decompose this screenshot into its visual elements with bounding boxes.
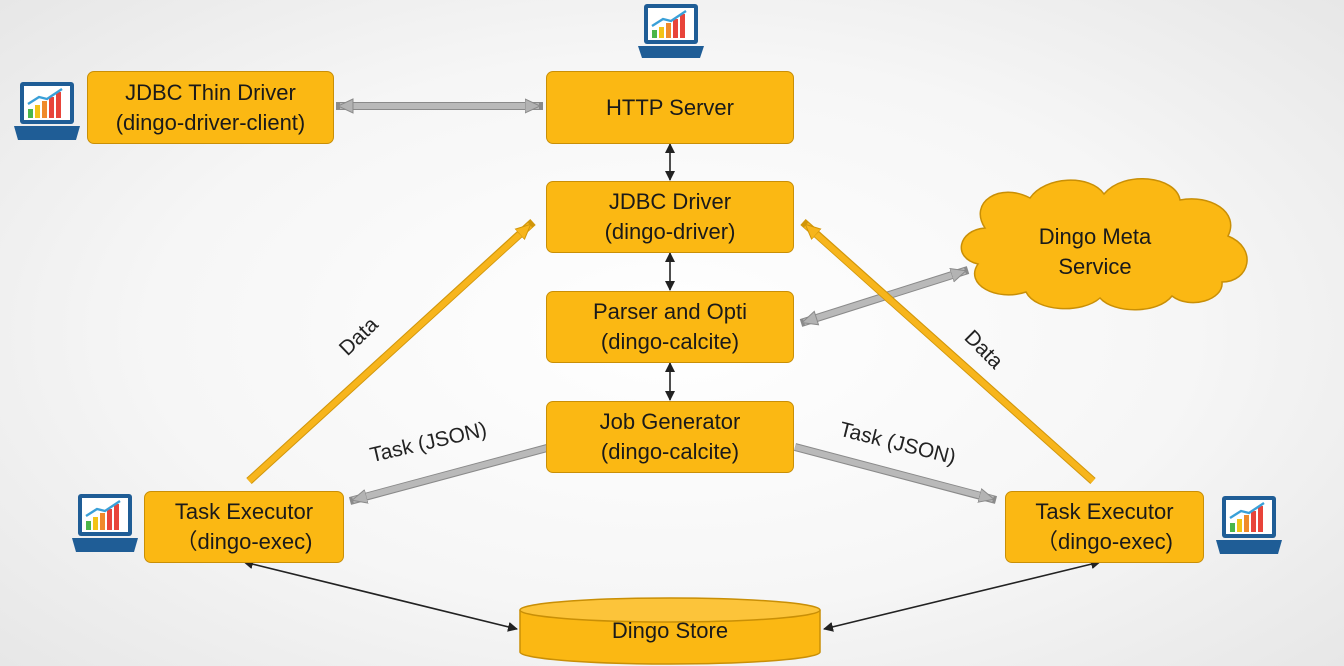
jdbc-thin-driver-node[interactable]: JDBC Thin Driver (dingo-driver-client) — [87, 71, 334, 144]
edge-exec-left-to-store — [243, 559, 518, 632]
node-subtitle: Service — [1058, 254, 1132, 279]
task-executor-right-node[interactable]: Task Executor （dingo-exec) — [1005, 491, 1204, 563]
http-server-node[interactable]: HTTP Server — [546, 71, 794, 144]
laptop-chart-icon — [72, 494, 138, 552]
node-subtitle: (dingo-calcite) — [600, 329, 740, 354]
jdbc-driver-node[interactable]: JDBC Driver (dingo-driver) — [546, 181, 794, 253]
node-subtitle: （dingo-exec) — [1036, 529, 1173, 554]
task-executor-left-node[interactable]: Task Executor （dingo-exec) — [144, 491, 344, 563]
edge-exec-right-to-driver — [804, 222, 1095, 484]
node-title: Parser and Opti — [592, 299, 748, 324]
edge-jobgen-to-exec-left — [353, 445, 548, 500]
job-generator-node[interactable]: Job Generator (dingo-calcite) — [546, 401, 794, 473]
node-subtitle: (dingo-driver) — [604, 219, 736, 244]
node-title: HTTP Server — [606, 94, 734, 120]
meta-service-cloud — [960, 177, 1248, 311]
node-subtitle: (dingo-driver-client) — [115, 109, 306, 135]
node-title: JDBC Thin Driver — [125, 79, 296, 105]
laptop-chart-icon — [14, 82, 80, 140]
dingo-store-cylinder — [519, 597, 821, 665]
edge-exec-left-to-driver — [246, 222, 533, 484]
parser-node[interactable]: Parser and Opti (dingo-calcite) — [546, 291, 794, 363]
meta-service-label: Dingo Meta Service — [1010, 222, 1180, 282]
node-title: Job Generator — [599, 409, 741, 434]
edge-jobgen-to-exec-right — [794, 444, 993, 499]
node-title: Task Executor — [174, 499, 314, 524]
node-title: Dingo Meta — [1038, 224, 1152, 249]
node-subtitle: （dingo-exec) — [175, 529, 313, 554]
node-title: JDBC Driver — [608, 189, 732, 214]
dingo-store-label: Dingo Store — [611, 618, 729, 643]
edge-exec-right-to-store — [823, 559, 1101, 632]
node-title: Task Executor — [1035, 499, 1174, 524]
node-subtitle: (dingo-calcite) — [600, 439, 740, 464]
laptop-chart-icon — [638, 4, 704, 58]
laptop-chart-icon — [1216, 496, 1282, 554]
